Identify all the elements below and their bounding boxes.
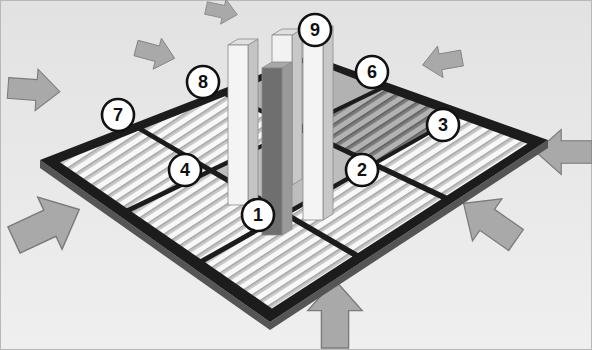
block-arrow [2,183,92,266]
tower-side [323,26,333,220]
callout-number: 6 [354,54,390,90]
block-arrow [420,42,465,80]
block-arrow [203,0,240,27]
callout-number: 7 [100,97,136,133]
tower-side [282,62,292,235]
block-arrow [132,33,179,74]
tower-top [262,62,292,68]
callout-number: 1 [240,197,276,233]
towers [228,26,333,235]
block-arrow [7,67,62,112]
callout-number: 9 [297,12,333,48]
callout-circle: 3 [425,107,461,143]
callout-number: 8 [185,64,221,100]
callout-number: 3 [425,107,461,143]
tower-top [228,39,258,45]
tower-side [248,39,258,205]
block-arrow [536,130,592,175]
callout-number: 4 [167,152,203,188]
callout-circle: 1 [240,197,276,233]
tower-face [228,45,248,205]
tower-side [292,29,302,185]
callout-circle: 6 [354,54,390,90]
tower-face [303,32,323,220]
callout-circle: 9 [297,12,333,48]
tower-top [272,29,302,35]
callout-circle: 2 [344,152,380,188]
callout-number: 2 [344,152,380,188]
callout-circle: 7 [100,97,136,133]
callout-circle: 8 [185,64,221,100]
callout-circle: 4 [167,152,203,188]
